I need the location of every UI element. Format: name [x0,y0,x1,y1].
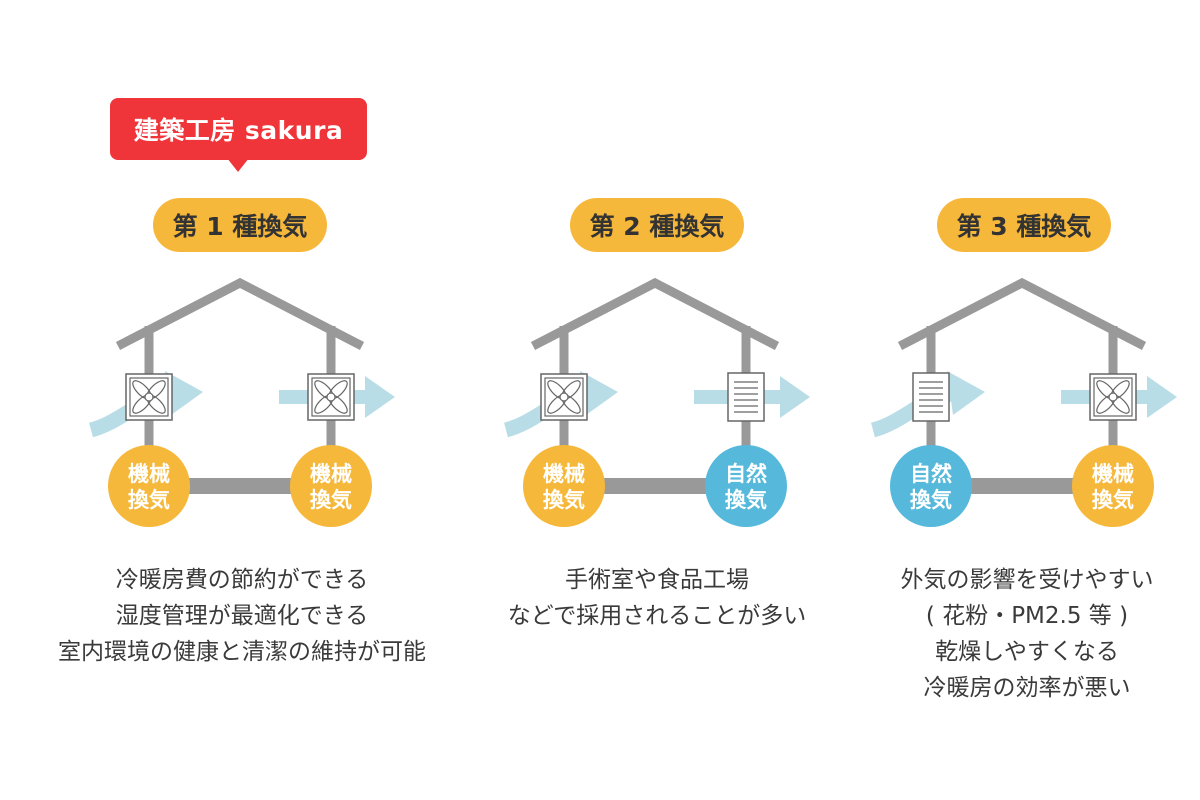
ventilation-type-3-title: 第 3 種換気 [937,198,1111,252]
circle-label-line: 機械 [1092,462,1134,486]
brand-badge-pointer [227,158,249,172]
description-line: などで採用されることが多い [507,603,807,629]
brand-badge: 建築工房 sakura [110,98,367,160]
description-line: 冷暖房の効率が悪い [923,675,1131,701]
vent-icon [912,372,950,422]
type-2-description: 手術室や食品工場 などで採用されることが多い [427,562,887,634]
circle-label-line: 換気 [543,488,585,512]
house-roof [530,277,780,350]
circle-label-line: 換気 [310,488,352,512]
fan-icon [540,373,588,421]
fan-icon [307,373,355,421]
circle-label-line: 自然 [910,462,952,486]
ventilation-type-1-title: 第 1 種換気 [153,198,327,252]
circle-label-line: 機械 [543,462,585,486]
circle-label-line: 機械 [310,462,352,486]
description-line: 乾燥しやすくなる [935,639,1119,665]
description-line: 湿度管理が最適化できる [115,603,369,629]
circle-label-line: 機械 [128,462,170,486]
fan-icon [1089,373,1137,421]
type-3-description: 外気の影響を受けやすい ( 花粉・PM2.5 等 ) 乾燥しやすくなる 冷暖房の… [797,562,1200,706]
description-line: ( 花粉・PM2.5 等 ) [925,603,1129,629]
description-line: 手術室や食品工場 [565,567,749,593]
vent-icon [727,372,765,422]
circle-label-line: 自然 [725,462,767,486]
description-line: 室内環境の健康と清潔の維持が可能 [58,639,426,665]
description-line: 外気の影響を受けやすい [900,567,1154,593]
type-1-description: 冷暖房費の節約ができる 湿度管理が最適化できる 室内環境の健康と清潔の維持が可能 [12,562,472,670]
circle-label-line: 換気 [725,488,767,512]
house-roof [897,277,1147,350]
circle-label-line: 換気 [128,488,170,512]
fan-icon [125,373,173,421]
description-line: 冷暖房費の節約ができる [115,567,369,593]
circle-label-line: 換気 [910,488,952,512]
circle-label-line: 換気 [1092,488,1134,512]
house-roof [115,277,365,350]
brand-label: 建築工房 sakura [133,116,344,145]
ventilation-type-2-title: 第 2 種換気 [570,198,744,252]
